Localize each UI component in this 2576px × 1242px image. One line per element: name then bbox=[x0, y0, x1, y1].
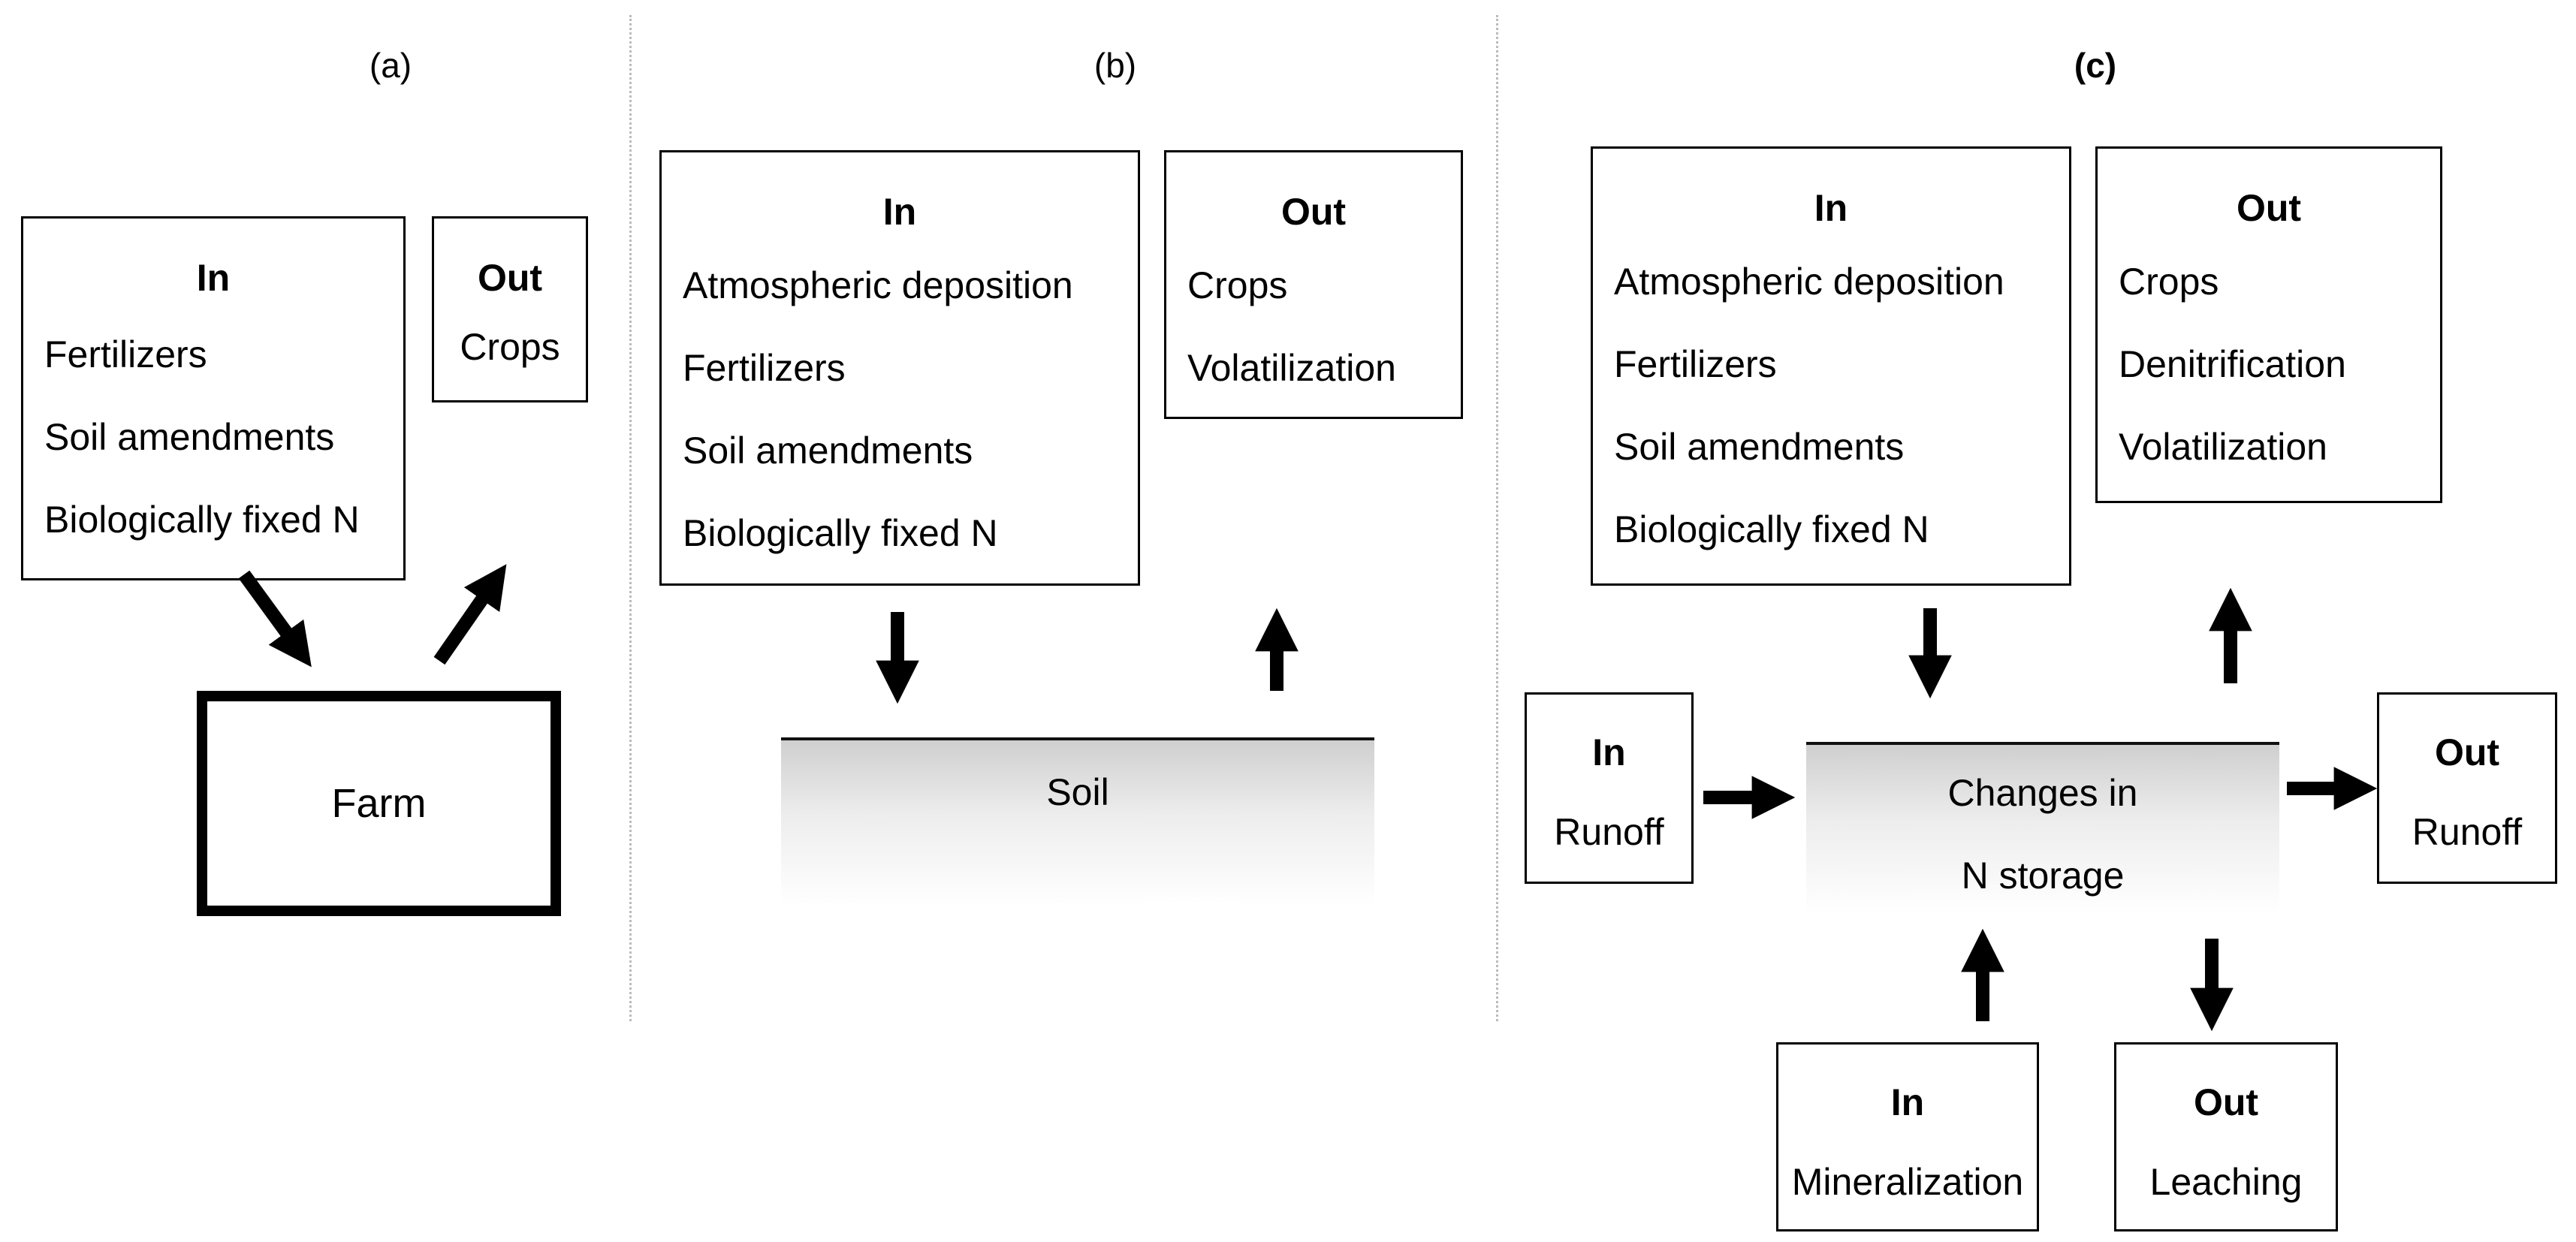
panel-c-in-item: Atmospheric deposition bbox=[1614, 261, 2004, 303]
panel-c-out-box: Out Crops Denitrification Volatilization bbox=[2095, 146, 2442, 503]
panel-b-in-item: Atmospheric deposition bbox=[683, 264, 1073, 306]
panel-c-in-item: Soil amendments bbox=[1614, 426, 1905, 468]
runoff-out-title: Out bbox=[2434, 731, 2500, 773]
divider-a-b bbox=[629, 15, 632, 1021]
farm-box: Farm bbox=[197, 691, 561, 916]
panel-a-out-title: Out bbox=[477, 257, 543, 299]
leaching-out-title: Out bbox=[2193, 1081, 2259, 1123]
mineralization-in-item: Mineralization bbox=[1791, 1161, 2024, 1203]
panel-b-in-item: Biologically fixed N bbox=[683, 512, 998, 554]
farm-label: Farm bbox=[331, 781, 427, 826]
panel-a-out-box: Out Crops bbox=[432, 216, 588, 402]
panel-a-in-item: Biologically fixed N bbox=[44, 499, 360, 541]
panel-a-in-item: Fertilizers bbox=[44, 333, 207, 375]
panel-b-out-item: Crops bbox=[1187, 264, 1288, 306]
panel-b-in-box: In Atmospheric deposition Fertilizers So… bbox=[659, 150, 1140, 586]
arrow-a-out bbox=[433, 564, 507, 665]
soil-label: Soil bbox=[1046, 771, 1109, 813]
panel-b-out-title: Out bbox=[1280, 191, 1347, 233]
n-storage-line-2: N storage bbox=[1961, 855, 2125, 897]
n-storage-line-1: Changes in bbox=[1947, 772, 2138, 814]
panel-c-out-title: Out bbox=[2236, 187, 2302, 229]
panel-a-label: (a) bbox=[369, 46, 412, 85]
panel-c-in-item: Biologically fixed N bbox=[1614, 508, 1929, 550]
mineralization-in-title: In bbox=[1890, 1081, 1925, 1123]
panel-c-label: (c) bbox=[2074, 46, 2117, 85]
panel-c-out-item: Denitrification bbox=[2119, 343, 2346, 385]
n-storage-layer: Changes in N storage bbox=[1806, 742, 2279, 914]
divider-b-c bbox=[1496, 15, 1498, 1021]
panel-b-label: (b) bbox=[1093, 46, 1137, 85]
arrow-a-in bbox=[238, 570, 312, 668]
runoff-in-box: In Runoff bbox=[1525, 692, 1694, 884]
panel-a-out-item: Crops bbox=[460, 326, 560, 368]
runoff-in-title: In bbox=[1592, 731, 1626, 773]
panel-c-out-item: Crops bbox=[2119, 261, 2219, 303]
panel-b-in-item: Fertilizers bbox=[683, 347, 846, 389]
runoff-out-box: Out Runoff bbox=[2377, 692, 2557, 884]
panel-b-in-item: Soil amendments bbox=[683, 430, 973, 472]
runoff-in-item: Runoff bbox=[1554, 811, 1664, 853]
leaching-out-item: Leaching bbox=[2149, 1161, 2303, 1203]
mineralization-in-box: In Mineralization bbox=[1776, 1042, 2039, 1231]
panel-b-out-item: Volatilization bbox=[1187, 347, 1396, 389]
panel-a-in-item: Soil amendments bbox=[44, 416, 335, 458]
soil-layer: Soil bbox=[781, 737, 1374, 906]
panel-c-in-item: Fertilizers bbox=[1614, 343, 1777, 385]
panel-c-in-box: In Atmospheric deposition Fertilizers So… bbox=[1591, 146, 2071, 586]
panel-b-out-box: Out Crops Volatilization bbox=[1164, 150, 1463, 419]
panel-c-in-title: In bbox=[1814, 187, 1848, 229]
runoff-out-item: Runoff bbox=[2412, 811, 2523, 853]
panel-a-in-title: In bbox=[196, 257, 231, 299]
panel-b-in-title: In bbox=[882, 191, 917, 233]
leaching-out-box: Out Leaching bbox=[2114, 1042, 2338, 1231]
panel-a-in-box: In Fertilizers Soil amendments Biologica… bbox=[21, 216, 406, 580]
panel-c-out-item: Volatilization bbox=[2119, 426, 2327, 468]
